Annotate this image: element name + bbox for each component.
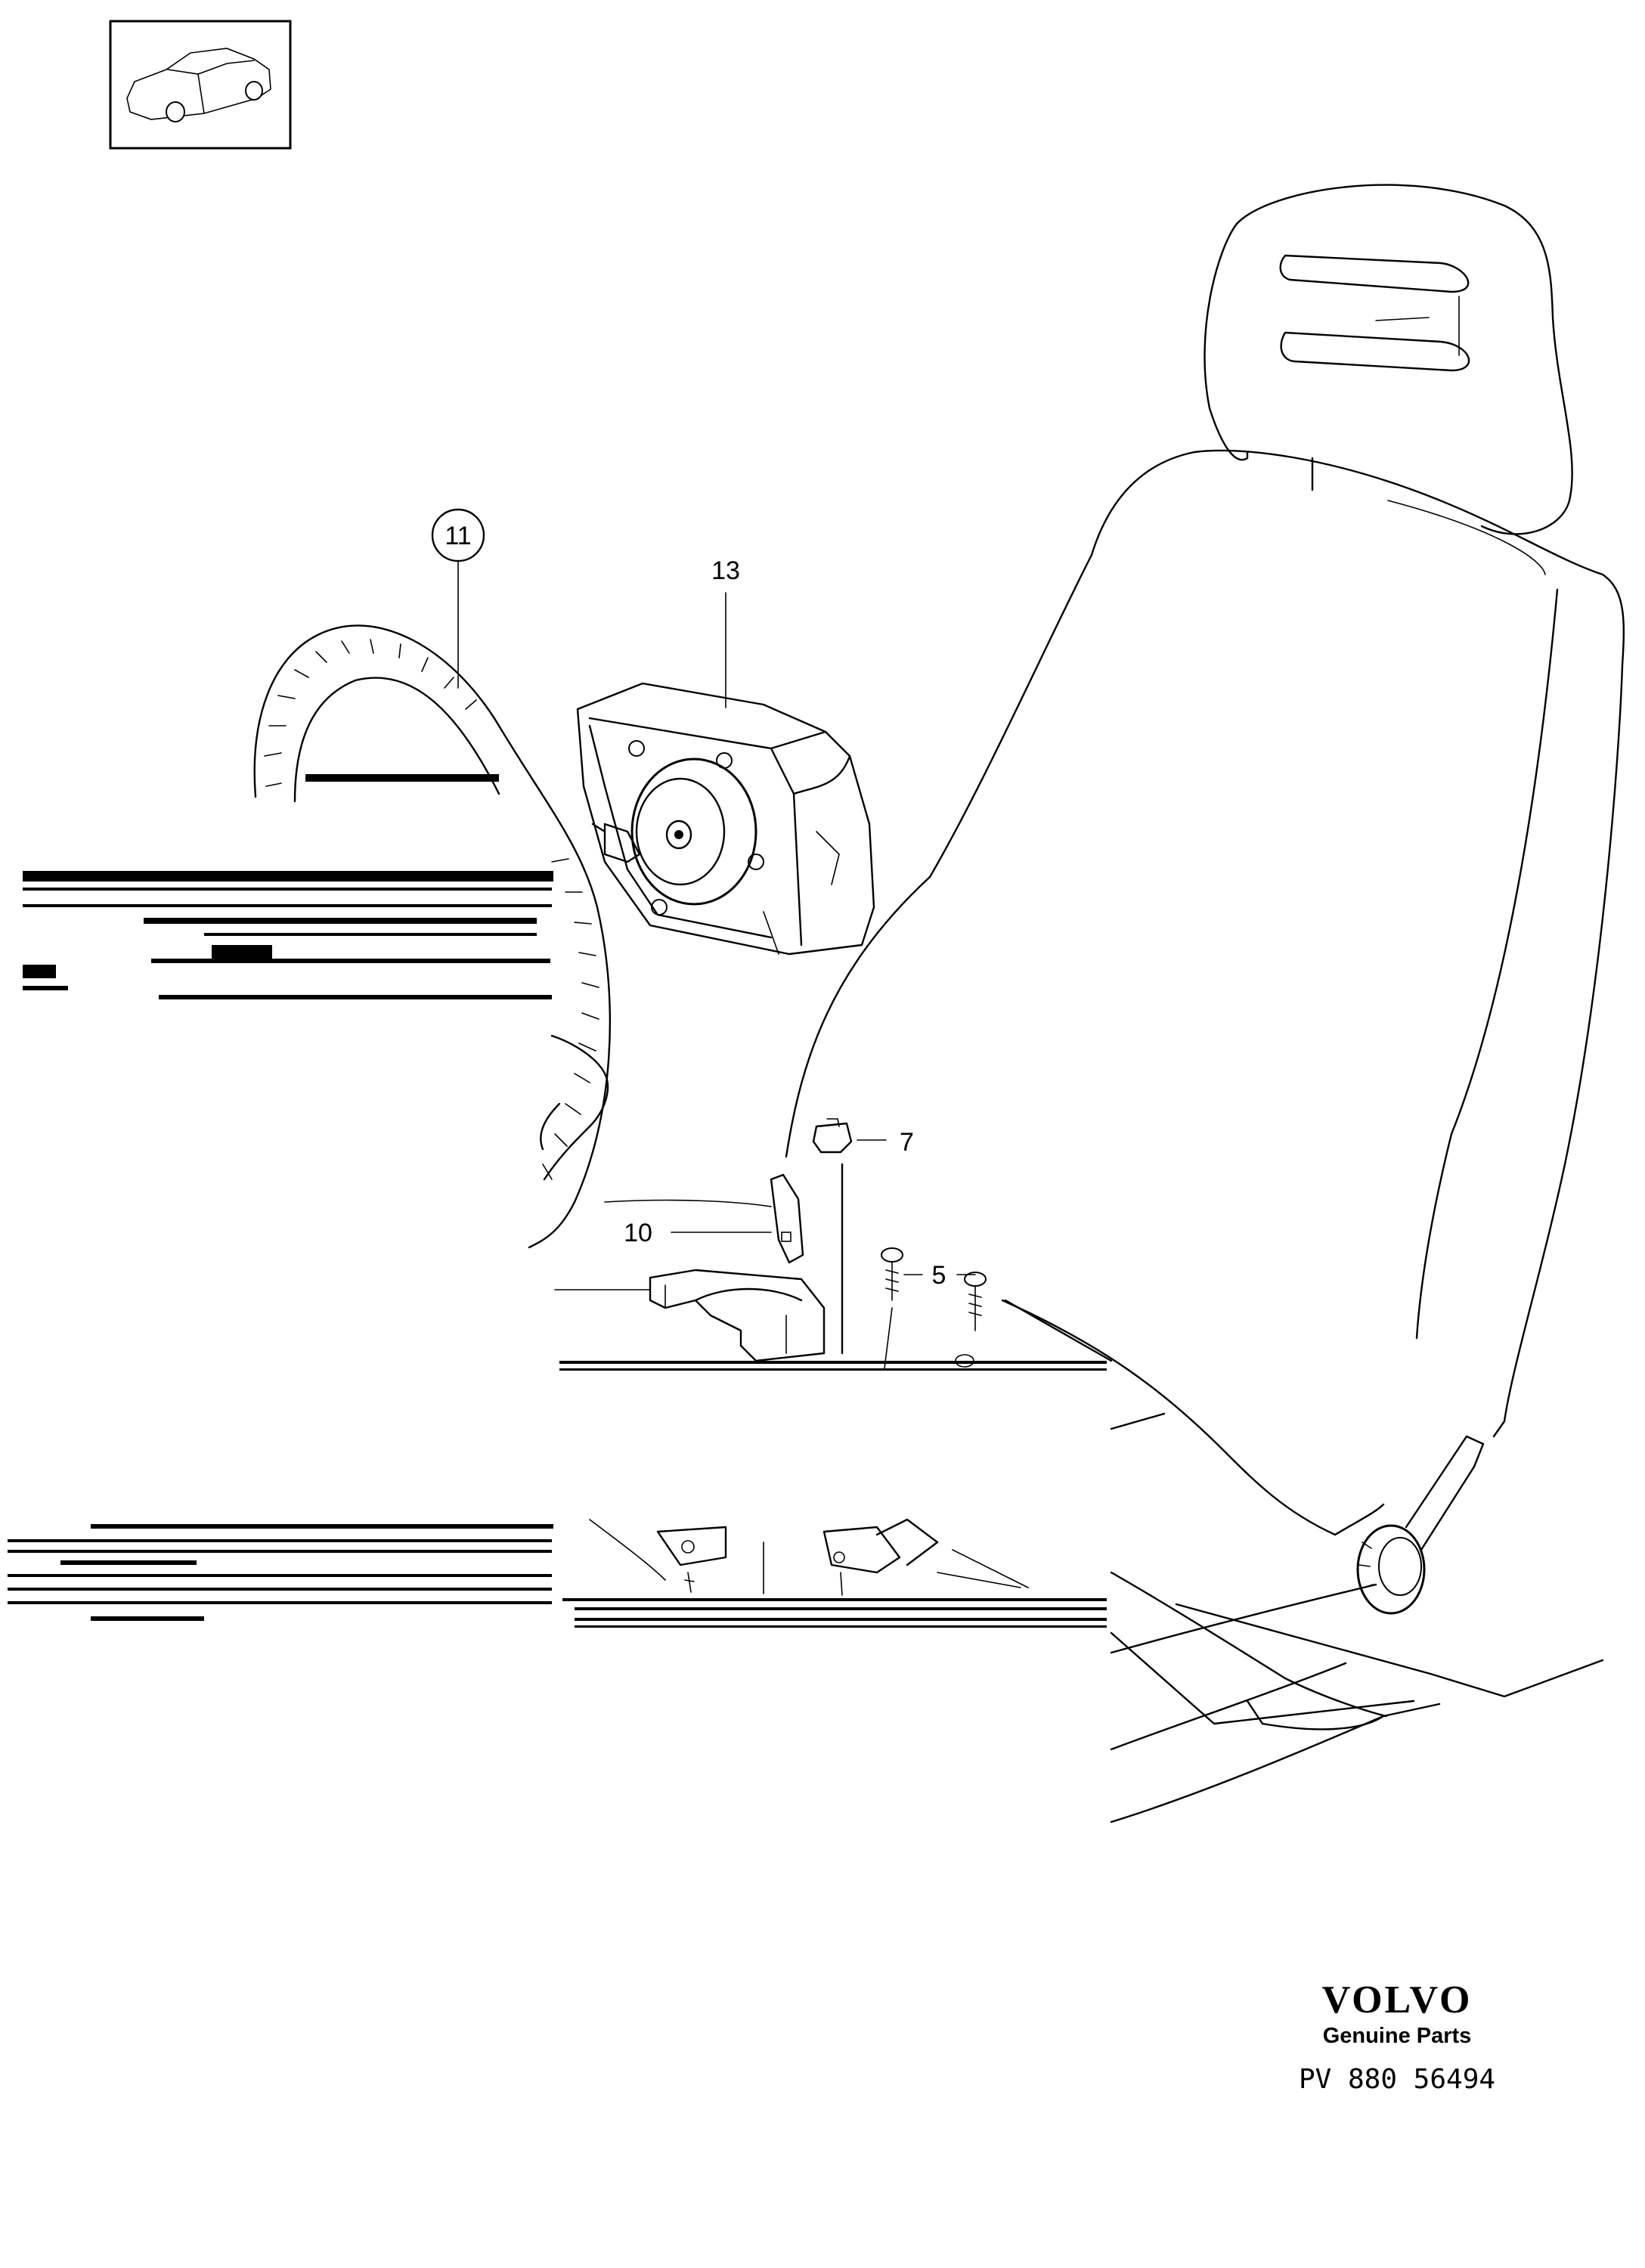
hardware-parts <box>589 1118 1029 1596</box>
volvo-logo-text: VOLVO <box>1322 1978 1473 2022</box>
airbag-module-part <box>576 682 875 956</box>
callout-5-label: 5 <box>932 1261 946 1290</box>
scan-artifacts <box>8 774 1107 1628</box>
callout-11-label: 11 <box>445 522 471 550</box>
seat-illustration <box>785 184 1625 1823</box>
callout-7-label: 7 <box>900 1128 914 1157</box>
callout-13-label: 13 <box>711 556 740 585</box>
thumbnail-car-icon <box>109 20 292 150</box>
genuine-parts-text: Genuine Parts <box>1323 2024 1472 2048</box>
leader-lines <box>457 560 976 1290</box>
callout-11: 11 <box>431 508 485 562</box>
part-number-text: PV 880 56494 <box>1299 2064 1495 2095</box>
callout-10-label: 10 <box>624 1219 652 1247</box>
branding-block: VOLVO Genuine Parts PV 880 56494 <box>1299 1978 1495 2095</box>
steering-wheel-part <box>253 624 612 1249</box>
